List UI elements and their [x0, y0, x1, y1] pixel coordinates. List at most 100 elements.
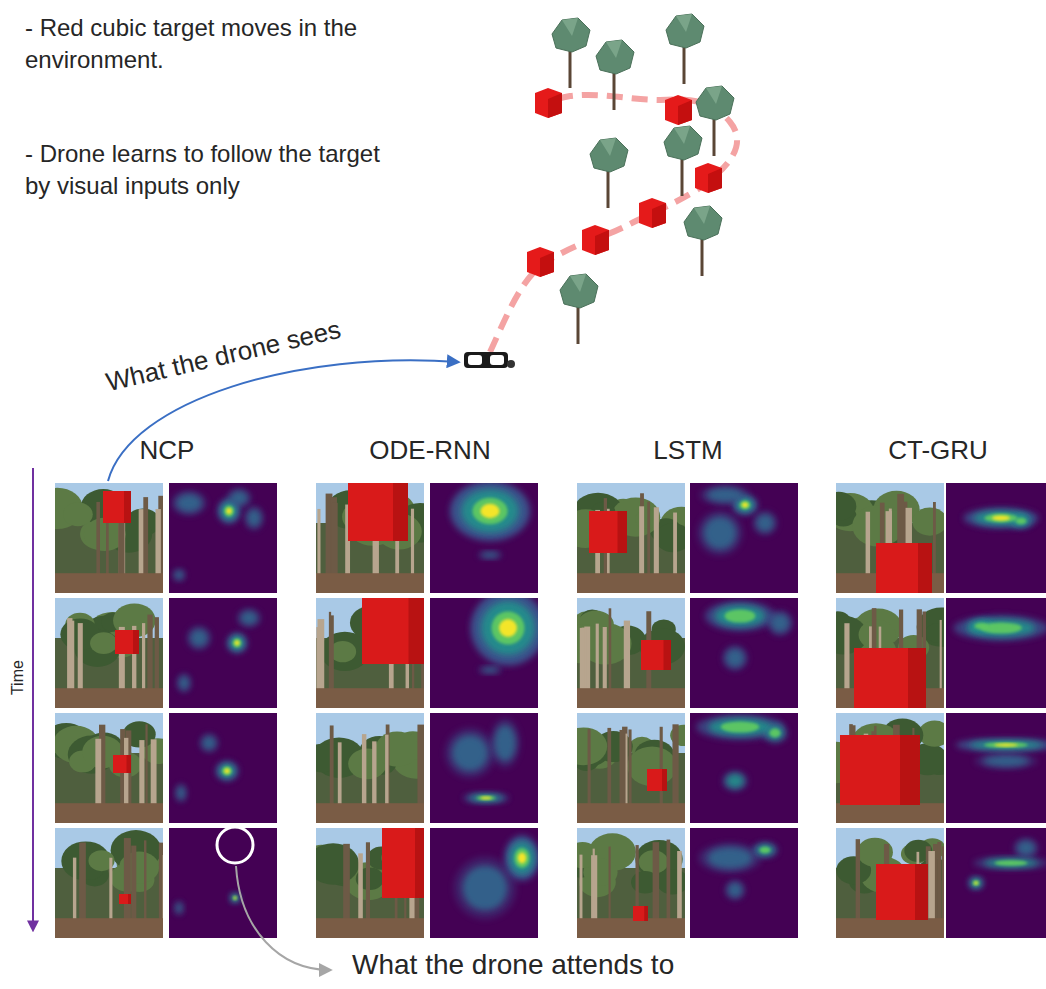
tree-crown-facet — [694, 206, 710, 224]
attention-blob — [240, 611, 258, 625]
attention-blob — [221, 502, 237, 520]
attention-ground — [690, 713, 798, 823]
attention-blob — [726, 649, 744, 667]
attention-map — [690, 713, 798, 823]
attention-ground — [690, 828, 798, 938]
forest-floor — [836, 918, 944, 938]
cube-face — [665, 95, 692, 125]
attention-blob — [969, 877, 984, 890]
attention-blob — [723, 646, 748, 671]
attention-blob — [715, 605, 765, 627]
drone-body — [464, 352, 508, 368]
foliage — [655, 523, 685, 552]
cube-face — [582, 225, 609, 255]
attention-blob — [233, 639, 242, 648]
camera-view — [55, 828, 168, 968]
target-cube — [527, 247, 554, 277]
tree-crown-facet — [676, 14, 692, 32]
cube-side — [664, 640, 672, 670]
tree-crown-facet — [570, 274, 586, 292]
camera-view — [810, 713, 954, 847]
attention-blob — [199, 733, 219, 753]
panel-content — [836, 598, 944, 708]
attention-ground — [946, 483, 1046, 593]
foliage — [577, 727, 607, 765]
forest-floor — [55, 803, 163, 823]
column-header: ODE-RNN — [355, 434, 505, 468]
tree-icon — [596, 40, 634, 110]
attention-blob — [450, 483, 530, 541]
target-cube — [633, 906, 648, 921]
panel-content — [690, 483, 798, 593]
forest-floor — [577, 803, 685, 823]
tree-crown-facet — [562, 18, 578, 36]
attention-blob — [224, 769, 229, 774]
target-cube — [639, 198, 666, 228]
attention-blob — [709, 718, 772, 736]
panel-content — [946, 713, 1046, 823]
attention-blob — [985, 514, 1018, 523]
cube-side — [393, 483, 408, 541]
attention-map — [169, 598, 277, 708]
note-text: - Drone learns to follow the target by v… — [25, 138, 385, 203]
panel-content — [690, 598, 798, 708]
panel-content — [316, 483, 424, 593]
panel-content — [946, 483, 1046, 593]
forest-floor — [836, 803, 944, 823]
attention-blob — [696, 715, 784, 740]
target-cube — [854, 648, 926, 708]
attention-blob — [463, 866, 508, 911]
attention-blob — [202, 736, 216, 750]
tree-crown-facet — [674, 126, 690, 144]
attention-map — [430, 481, 538, 593]
cube-side — [548, 93, 562, 118]
target-cube — [876, 864, 928, 920]
attention-ground — [430, 828, 538, 938]
attention-ground — [169, 713, 277, 823]
attention-blob — [230, 636, 244, 650]
target-trajectory — [490, 95, 737, 352]
cube-side — [127, 755, 132, 773]
attention-blob — [509, 842, 534, 874]
attention-blob — [974, 882, 978, 885]
attention-map — [430, 591, 546, 709]
attention-blob — [226, 508, 231, 514]
attention-blob — [698, 511, 743, 556]
target-cube — [876, 543, 932, 593]
attention-ground — [946, 713, 1046, 823]
attention-blob — [975, 754, 1038, 769]
attention-blob — [231, 894, 238, 901]
cube-side — [540, 252, 554, 277]
panel-grid — [31, 481, 1046, 968]
attention-blob — [1017, 841, 1035, 855]
attention-blob — [176, 494, 201, 512]
drone-camera — [507, 360, 515, 368]
attention-blob — [494, 725, 516, 761]
focus-circle — [217, 827, 253, 863]
attention-map — [169, 483, 277, 593]
panel-content — [577, 483, 685, 593]
cube-side — [644, 906, 648, 921]
tree-crown-facet — [600, 138, 616, 156]
attention-blob — [172, 491, 207, 516]
forest-floor — [577, 573, 685, 593]
forest-floor — [316, 688, 424, 708]
panel-content — [577, 828, 685, 938]
attention-ground — [169, 598, 277, 708]
cube-face — [695, 163, 722, 193]
attention-blob — [234, 897, 236, 899]
foliage — [316, 744, 340, 773]
arrow-label: What the drone sees — [103, 315, 343, 398]
tree-crown — [590, 138, 628, 172]
attention-blob — [768, 611, 793, 636]
camera-view — [560, 713, 697, 844]
panel-content — [430, 483, 538, 593]
attention-map — [430, 713, 538, 823]
attention-blob — [699, 843, 762, 873]
forest-floor — [577, 688, 685, 708]
cube-side — [133, 630, 139, 654]
foliage — [836, 492, 856, 521]
attention-blob — [227, 633, 247, 653]
panel-content — [836, 713, 944, 823]
target-cube — [115, 630, 139, 654]
